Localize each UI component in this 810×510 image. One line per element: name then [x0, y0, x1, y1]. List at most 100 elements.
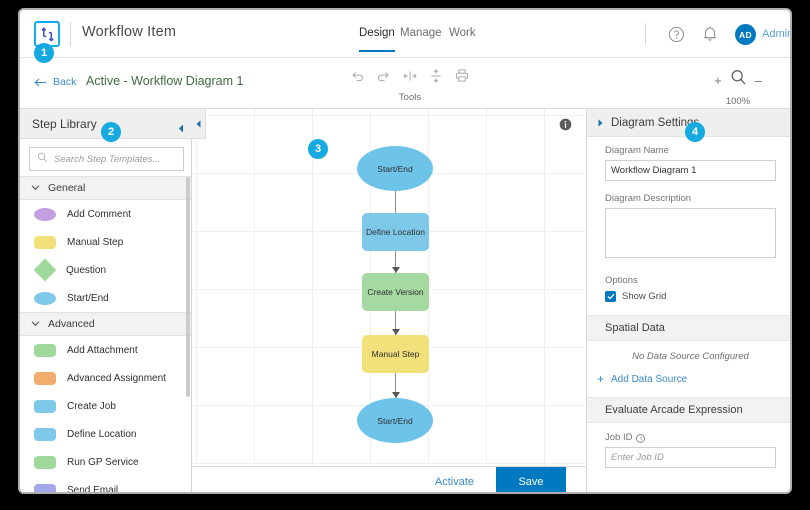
back-label: Back [53, 76, 77, 88]
edge-2 [395, 251, 396, 273]
diagram-settings-body: Diagram Name Diagram Description Options… [587, 137, 790, 302]
chevron-right-icon[interactable] [597, 114, 604, 132]
edge-4 [395, 373, 396, 398]
save-button[interactable]: Save [496, 467, 566, 492]
info-icon[interactable]: i [636, 434, 646, 443]
callout-badge-2: 2 [101, 122, 121, 142]
tools-label: Tools [398, 92, 422, 103]
action-bar: Activate Save [192, 466, 586, 492]
header-divider-2 [645, 23, 646, 45]
search-input[interactable] [54, 153, 174, 165]
job-id-label: Job ID [605, 432, 633, 443]
shape-swatch-rounded [34, 399, 56, 413]
tab-work[interactable]: Work [449, 27, 476, 39]
tab-manage[interactable]: Manage [400, 27, 442, 39]
align-vertical-icon[interactable] [430, 68, 442, 88]
avatar[interactable]: AD [735, 24, 756, 45]
step-item-define-location[interactable]: Define Location [20, 420, 191, 448]
shape-swatch-rounded [34, 371, 56, 385]
spatial-data-title: Spatial Data [605, 322, 665, 334]
show-grid-checkbox[interactable] [605, 291, 616, 302]
diagram-description-textarea[interactable] [605, 208, 776, 258]
document-title[interactable]: Active - Workflow Diagram 1 [86, 74, 244, 88]
step-label: Add Attachment [67, 344, 138, 356]
chevron-down-icon [31, 321, 40, 327]
search-input-wrapper[interactable] [29, 147, 184, 171]
help-circle-icon[interactable] [668, 26, 685, 43]
chevron-left-icon[interactable] [192, 109, 206, 139]
node-label: Manual Step [371, 349, 420, 359]
step-label: Question [66, 264, 107, 276]
spatial-data-section-header: Spatial Data [587, 315, 790, 341]
add-data-source-button[interactable]: + Add Data Source [587, 362, 790, 397]
add-data-source-label: Add Data Source [611, 373, 688, 385]
zoom-out-button[interactable]: – [754, 72, 762, 88]
step-label: Send Email [67, 484, 119, 494]
info-icon[interactable] [559, 118, 572, 131]
diagram-node-define-location[interactable]: Define Location [362, 213, 429, 251]
diagram-settings-panel: Diagram Settings Diagram Name Diagram De… [586, 109, 790, 492]
step-item-send-email[interactable]: Send Email [20, 476, 191, 494]
arrowhead-4 [391, 392, 400, 398]
plus-icon: + [597, 372, 605, 386]
activate-button[interactable]: Activate [429, 473, 480, 491]
arrowhead-3 [391, 329, 400, 335]
diagram-node-start-end-top[interactable]: Start/End [357, 146, 433, 191]
step-library-list[interactable]: General Add Comment Manual Step Question… [20, 176, 191, 494]
magnifier-icon[interactable] [730, 69, 747, 91]
step-label: Start/End [67, 292, 109, 304]
step-label: Run GP Service [67, 456, 139, 468]
group-header-advanced[interactable]: Advanced [20, 312, 191, 336]
arrow-left-icon [34, 78, 46, 86]
arrowhead-2 [391, 267, 400, 273]
align-horizontal-icon[interactable] [403, 69, 417, 87]
redo-icon[interactable] [377, 69, 390, 87]
step-item-manual-step[interactable]: Manual Step [20, 228, 191, 256]
step-library-title: Step Library [32, 117, 97, 131]
step-library-panel: Step Library General Add Comment [20, 109, 192, 494]
zoom-controls: + – 100% [702, 69, 774, 107]
step-item-create-job[interactable]: Create Job [20, 392, 191, 420]
diagram-node-manual-step[interactable]: Manual Step [362, 335, 429, 373]
undo-icon[interactable] [351, 69, 364, 87]
back-button[interactable]: Back [34, 76, 76, 88]
no-data-source-text: No Data Source Configured [632, 351, 749, 362]
diagram-name-input[interactable] [605, 160, 776, 181]
group-header-general[interactable]: General [20, 176, 191, 200]
shape-swatch-rounded [34, 235, 56, 249]
sub-toolbar: Back Active - Workflow Diagram 1 [20, 58, 790, 109]
node-label: Start/End [377, 163, 413, 174]
step-item-question[interactable]: Question [20, 256, 191, 284]
page-title: Workflow Item [82, 24, 177, 40]
step-item-add-attachment[interactable]: Add Attachment [20, 336, 191, 364]
job-id-input[interactable] [605, 447, 776, 468]
step-item-start-end[interactable]: Start/End [20, 284, 191, 312]
print-icon[interactable] [455, 69, 469, 87]
step-label: Advanced Assignment [67, 372, 166, 384]
step-item-add-comment[interactable]: Add Comment [20, 200, 191, 228]
tab-design[interactable]: Design [359, 27, 395, 52]
step-label: Manual Step [67, 236, 124, 248]
chevron-left-icon[interactable] [177, 120, 185, 133]
diagram-description-label: Diagram Description [605, 193, 692, 204]
node-label: Define Location [365, 227, 426, 237]
step-library-scrollbar[interactable] [186, 177, 190, 397]
shape-swatch-ellipse [34, 291, 56, 305]
diagram-node-create-version[interactable]: Create Version [362, 273, 429, 311]
node-label: Create Version [367, 287, 424, 297]
show-grid-option[interactable]: Show Grid [605, 291, 776, 302]
edge-3 [395, 311, 396, 335]
chevron-down-icon [31, 185, 40, 191]
bell-icon[interactable] [702, 25, 718, 43]
app-window: Workflow Item Design Manage Work AD Admi… [18, 8, 792, 494]
shape-swatch-rounded [34, 343, 56, 357]
username-label[interactable]: Administrator [762, 28, 790, 40]
zoom-in-button[interactable]: + [714, 72, 722, 88]
tools-group: Tools [350, 68, 470, 103]
step-item-run-gp-service[interactable]: Run GP Service [20, 448, 191, 476]
step-item-advanced-assignment[interactable]: Advanced Assignment [20, 364, 191, 392]
arcade-section-header: Evaluate Arcade Expression [587, 397, 790, 423]
diagram-canvas[interactable]: Start/End Define Location Create Version… [192, 109, 586, 466]
shape-swatch-ellipse [34, 207, 56, 221]
diagram-node-start-end-bottom[interactable]: Start/End [357, 398, 433, 443]
